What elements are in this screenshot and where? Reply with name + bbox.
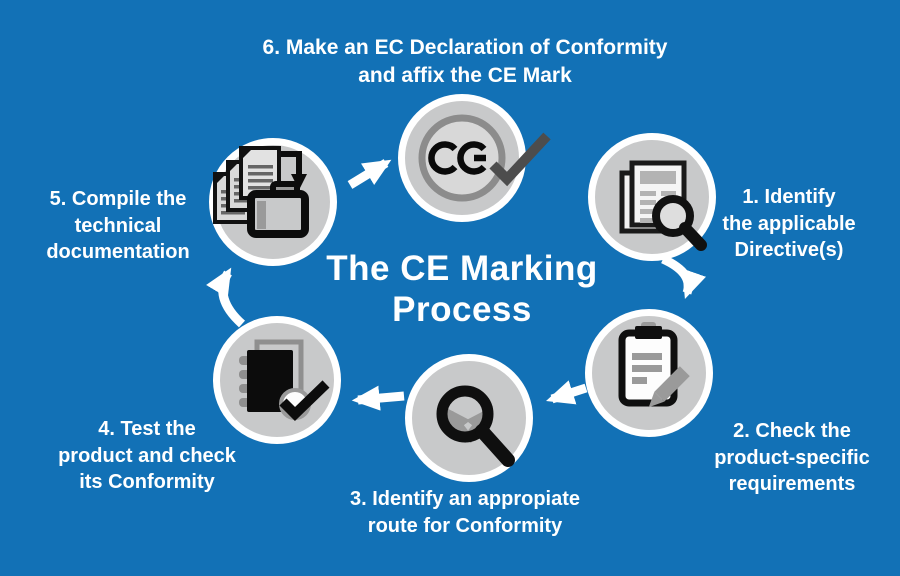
arrow-5-to-6: [347, 159, 392, 189]
step-3-label: 3. Identify an appropiate route for Conf…: [349, 488, 581, 537]
ce-mark-checkmark-icon: [418, 114, 551, 202]
arrow-2-to-3: [546, 380, 588, 405]
step-5-label: 5. Compile the technical documentation: [46, 188, 190, 264]
step-1-label: 1. Identify the applicable Directive(s): [722, 186, 856, 262]
book-checkmark-icon: [239, 339, 330, 422]
arrow-into-folder-icon: [281, 151, 307, 190]
documents-folder-icon: [213, 146, 309, 238]
arrow-3-to-4: [351, 385, 405, 411]
step-4-node: [213, 316, 341, 444]
route-choice-magnifier-icon: [436, 385, 515, 467]
document-page: [239, 146, 281, 200]
diagram-title: The CE Marking Process: [326, 249, 598, 329]
step-1-node: [588, 133, 716, 261]
document-magnifier-icon: [619, 160, 707, 251]
arrow-4-to-5: [206, 267, 246, 328]
step-3-node: [405, 354, 533, 482]
clipboard-pencil-icon: [618, 322, 690, 408]
step-6-label: 6. Make an EC Declaration of Conformity …: [262, 36, 668, 87]
step-6-node: [398, 94, 551, 222]
step-4-label: 4. Test the product and check its Confor…: [58, 418, 236, 494]
step-5-node: [209, 138, 337, 266]
step-2-node: [585, 309, 713, 437]
step-2-label: 2. Check the product-specific requiremen…: [714, 420, 870, 496]
arrow-1-to-2: [661, 254, 707, 299]
